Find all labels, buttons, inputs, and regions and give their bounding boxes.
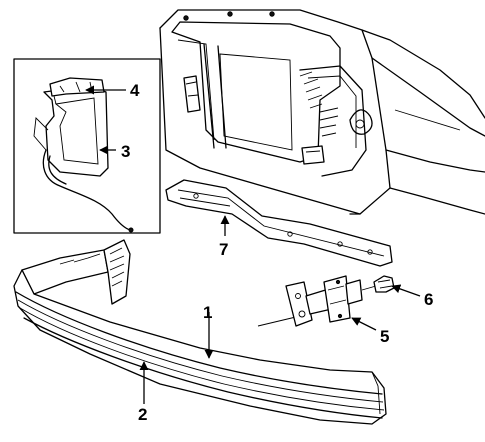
leader-lines — [85, 85, 421, 404]
callout-4: 4 — [130, 81, 140, 100]
bracket-part-5 — [257, 275, 377, 327]
impact-bar-part-7 — [165, 179, 393, 267]
bolt-part-6 — [373, 275, 395, 293]
callout-1: 1 — [203, 303, 212, 322]
bumper-cover-part-1 — [13, 239, 387, 425]
callout-5: 5 — [380, 327, 389, 346]
callout-3: 3 — [121, 142, 130, 161]
callouts: 4 3 7 1 2 5 6 — [121, 81, 433, 424]
gasket-part-3 — [43, 85, 109, 177]
callout-6: 6 — [424, 290, 433, 309]
callout-7: 7 — [219, 240, 228, 259]
car-rear-body — [159, 9, 485, 215]
callout-2: 2 — [138, 405, 147, 424]
